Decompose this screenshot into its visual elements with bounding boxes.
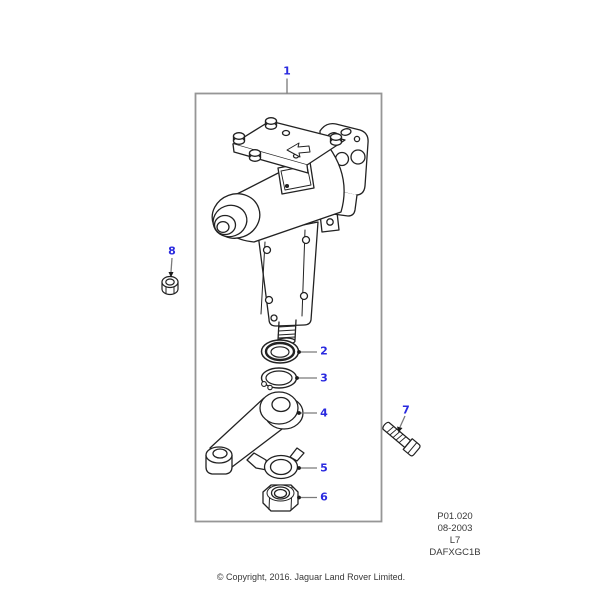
drop-arm-drawing	[205, 391, 304, 475]
callout-1[interactable]: 1	[283, 64, 291, 78]
bolt-drawing	[382, 421, 421, 457]
copyright-text: © Copyright, 2016. Jaguar Land Rover Lim…	[216, 572, 406, 582]
ref-page-number: P01.020	[437, 511, 473, 522]
cover-bolts	[232, 117, 343, 162]
small-nut-drawing	[161, 275, 179, 296]
callout-8[interactable]: 8	[168, 244, 176, 258]
seal-ring-drawing	[260, 339, 300, 364]
catalogue-reference-block: P01.020 08-2003 L7 DAFXGC1B	[429, 511, 480, 559]
leader-lines	[168, 78, 406, 500]
callout-5[interactable]: 5	[320, 461, 328, 475]
hex-nut-drawing	[262, 484, 299, 512]
callout-7[interactable]: 7	[402, 403, 410, 417]
ref-drawing-code: DAFXGC1B	[429, 547, 481, 558]
steering-gearbox-drawing	[211, 117, 369, 345]
snap-ring-drawing	[260, 367, 298, 391]
callout-2[interactable]: 2	[320, 344, 328, 358]
ref-date: 08-2003	[437, 523, 473, 534]
frame-border	[194, 92, 383, 523]
ref-model-code: L7	[449, 535, 461, 546]
callout-4[interactable]: 4	[320, 406, 328, 420]
callout-3[interactable]: 3	[320, 371, 328, 385]
lock-washer-drawing	[246, 447, 305, 480]
callout-6[interactable]: 6	[320, 490, 328, 504]
